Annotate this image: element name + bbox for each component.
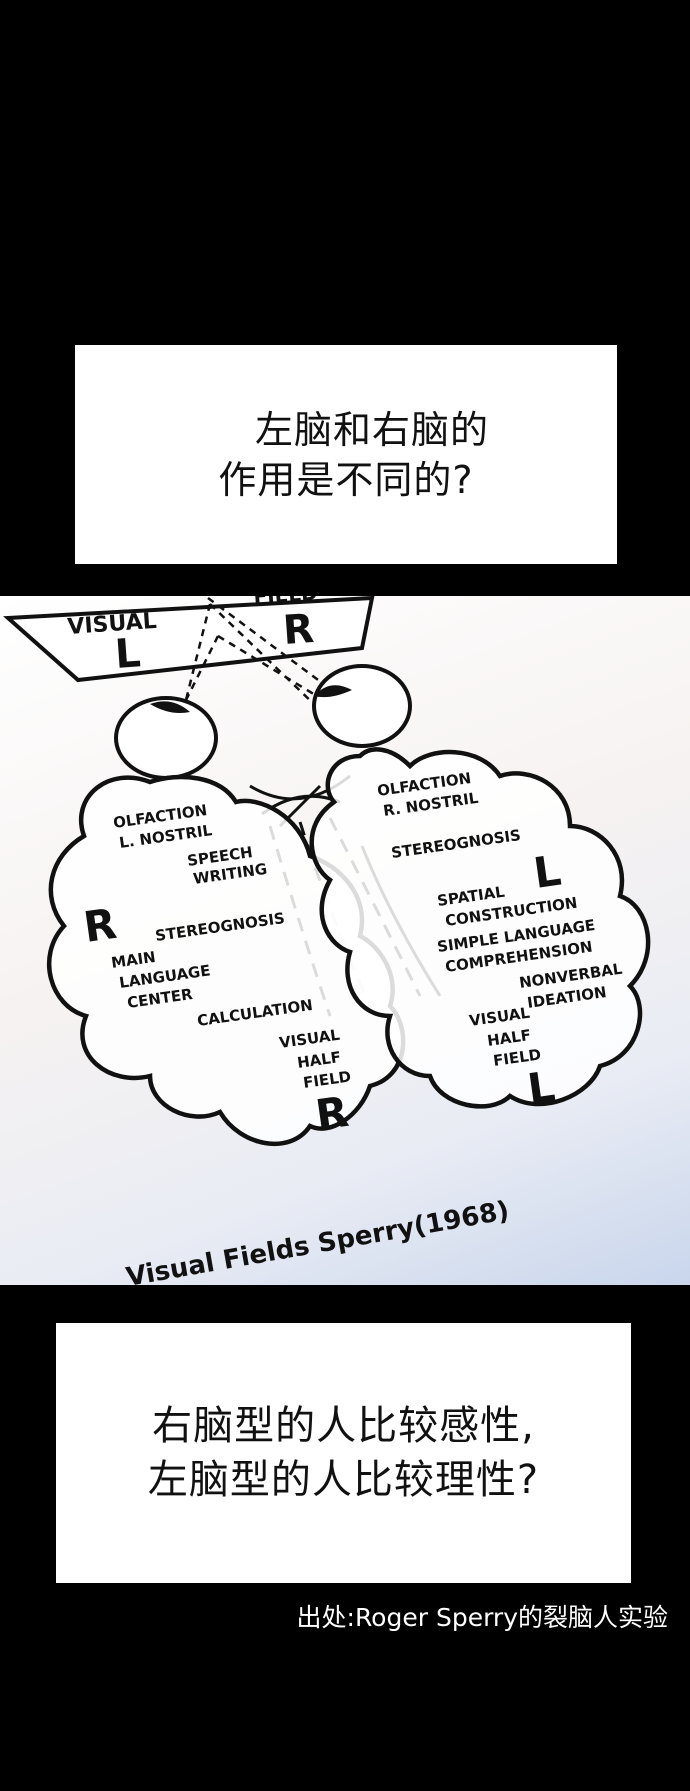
left-label-half: HALF [296,1048,342,1072]
split-brain-drawing: VISUAL FIELD L R [3,596,651,1285]
split-brain-diagram: VISUAL FIELD L R [0,596,690,1285]
bottom-caption-panel: 右脑型的人比较感性, 左脑型的人比较理性? [56,1323,631,1583]
right-hemisphere-outline [309,747,651,1109]
visual-field-left-letter: L [113,630,142,678]
source-note: 出处:Roger Sperry的裂脑人实验 [296,1603,668,1632]
left-hemisphere-bottom-letter: R [313,1087,352,1140]
left-hemisphere-letter: R [81,899,120,952]
right-label-half: HALF [486,1026,532,1050]
top-caption-panel: 左脑和右脑的 作用是不同的? [75,345,617,564]
visual-field-word-visual: VISUAL [67,609,158,640]
bottom-caption-line-2: 左脑型的人比较理性? [147,1457,540,1503]
top-caption-line-2: 作用是不同的? [218,457,474,502]
bottom-caption-line-1: 右脑型的人比较感性, [152,1403,535,1449]
top-caption-line-1: 左脑和右脑的 [254,407,489,452]
right-eye [312,664,412,748]
visual-field-right-letter: R [281,606,315,654]
left-eye [114,696,218,780]
left-hemisphere-outline [47,774,406,1147]
visual-field-box [3,596,375,683]
figure-credit: Visual Fields Sperry(1968) [124,1196,511,1285]
